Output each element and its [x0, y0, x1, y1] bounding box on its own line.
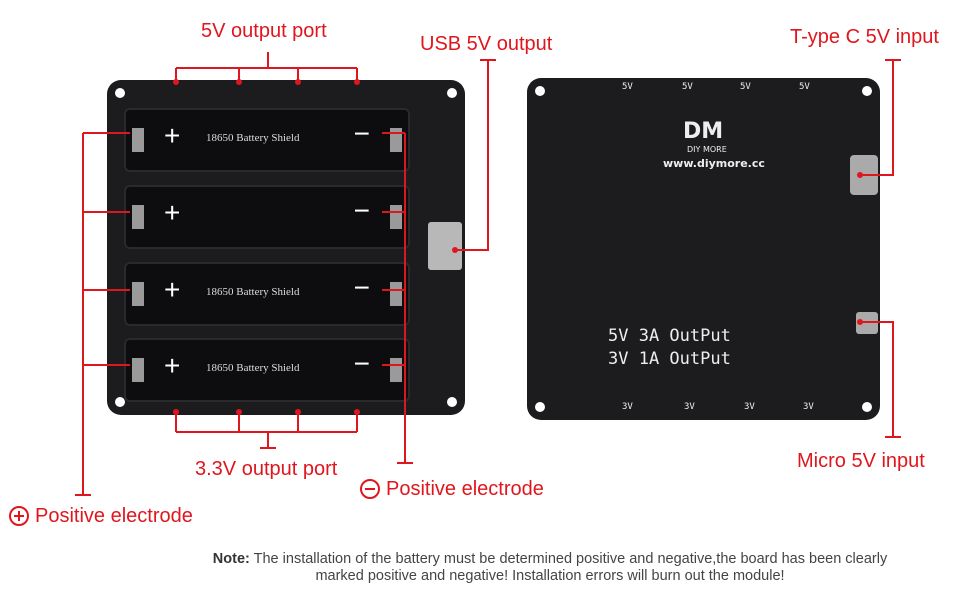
slot-label: 18650 Battery Shield: [206, 362, 300, 374]
label-5v-output-port: 5V output port: [201, 20, 327, 42]
port-label-3v: 3V: [744, 402, 755, 412]
usb-port: [428, 222, 462, 270]
url-text: www.diymore.cc: [663, 157, 765, 170]
brand-text: DIY MORE: [687, 145, 727, 154]
output-5v-text: 5V 3A OutPut: [608, 326, 731, 346]
mount-hole: [115, 397, 125, 407]
note-text: The installation of the battery must be …: [253, 551, 888, 584]
port-label-3v: 3V: [684, 402, 695, 412]
battery-shield-back: [527, 78, 880, 420]
battery-slot: +18650 Battery Shield−: [124, 262, 410, 326]
label-typec-input: T-ype C 5V input: [790, 26, 939, 48]
port-label-3v: 3V: [803, 402, 814, 412]
battery-slot: +−: [124, 185, 410, 249]
label-micro-input: Micro 5V input: [797, 450, 925, 472]
label-negative-electrode: Positive electrode: [386, 478, 544, 500]
battery-slot: +18650 Battery Shield−: [124, 338, 410, 402]
label-positive-electrode: Positive electrode: [35, 505, 193, 527]
port-label-5v: 5V: [740, 82, 751, 92]
slot-label: 18650 Battery Shield: [206, 286, 300, 298]
port-label-3v: 3V: [622, 402, 633, 412]
port-label-5v: 5V: [622, 82, 633, 92]
slot-label: 18650 Battery Shield: [206, 132, 300, 144]
mount-hole: [447, 88, 457, 98]
port-label-5v: 5V: [799, 82, 810, 92]
port-label-5v: 5V: [682, 82, 693, 92]
mount-hole: [447, 397, 457, 407]
label-3v3-output-port: 3.3V output port: [195, 458, 338, 480]
mount-hole: [115, 88, 125, 98]
logo: DM: [683, 119, 724, 144]
label-usb-5v-output: USB 5V output: [420, 33, 553, 55]
note-prefix: Note:: [212, 551, 250, 567]
installation-note: Note: The installation of the battery mu…: [190, 551, 910, 585]
output-3v-text: 3V 1A OutPut: [608, 349, 731, 369]
